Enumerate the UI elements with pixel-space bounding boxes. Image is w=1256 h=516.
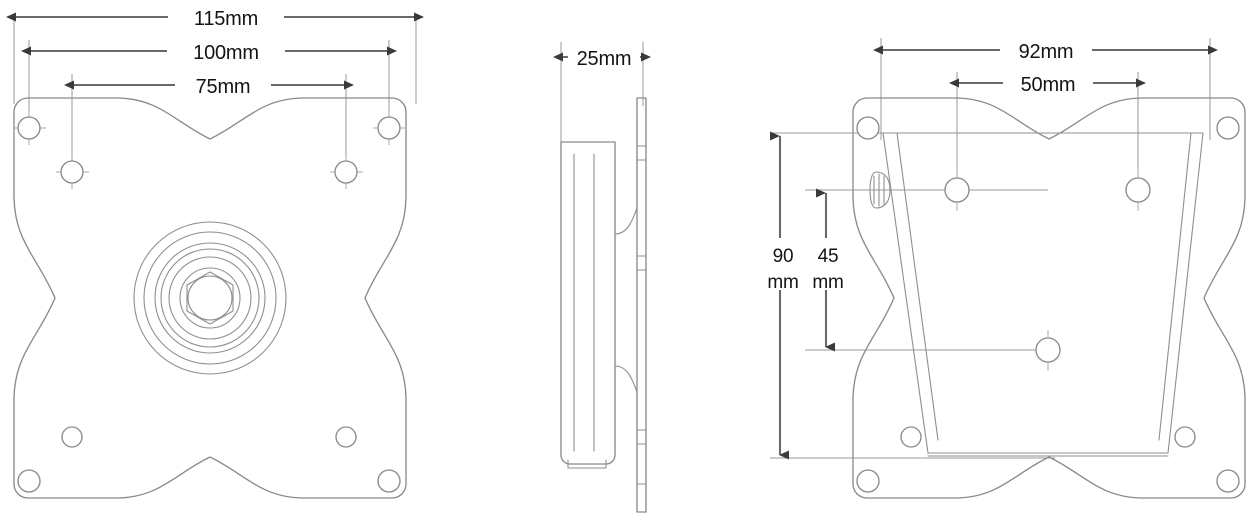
side-neck-upper [614,117,638,235]
right-dimensions: 92mm 50mm 90 mm 45 mm [762,37,1218,460]
right-plate-outline [852,97,1246,499]
front-plate-outline [13,97,407,499]
right-hole-tr [1216,116,1240,140]
right-bracket-hole-lower [1035,330,1061,371]
dim-45-label-unit: mm [812,272,843,293]
right-bracket-hole-right [1125,170,1151,211]
front-hole-tr-100 [373,112,406,145]
front-hole-tr-75 [330,156,363,189]
right-hole-tl [856,116,880,140]
dim-25-label: 25mm [577,48,632,70]
right-hole-bl [856,469,880,493]
front-hole-tl-75 [56,156,89,189]
dim-115-label: 115mm [194,8,258,30]
front-center-boss [133,221,287,375]
dim-90-label-unit: mm [767,272,798,293]
right-view [770,38,1246,499]
front-hex-socket [186,271,234,325]
right-bracket-hole-left [944,170,970,211]
front-hole-br-75 [335,426,357,448]
dim-45-label-value: 45 [818,246,839,267]
dim-90-label-value: 90 [773,246,794,267]
front-hole-tl-100 [14,112,46,145]
side-dimensions: 25mm [553,44,651,70]
front-hole-bl-75 [61,426,83,448]
dim-100-label: 100mm [193,42,259,64]
right-bracket-edge-left [896,132,939,441]
side-body-block [560,141,616,465]
right-thumbscrew-knob [869,171,891,209]
right-hole-br [1216,469,1240,493]
side-neck-lower [614,365,638,488]
dim-50-label: 50mm [1021,74,1076,96]
side-wall-plate [636,97,647,513]
right-bracket-trapezoid [882,132,1204,454]
right-hole-mid-right [1174,426,1196,448]
dim-92-label: 92mm [1019,41,1074,63]
front-dimensions: 115mm 100mm 75mm [6,4,424,98]
side-view [560,42,647,513]
right-hole-mid-left [900,426,922,448]
front-extension-lines [13,14,417,186]
front-view [13,14,417,499]
side-base-lip [567,459,607,469]
front-hole-br-100 [377,469,401,493]
right-bracket-edge-right [1158,132,1192,441]
dim-75-label: 75mm [196,76,251,98]
front-hole-bl-100 [17,469,41,493]
